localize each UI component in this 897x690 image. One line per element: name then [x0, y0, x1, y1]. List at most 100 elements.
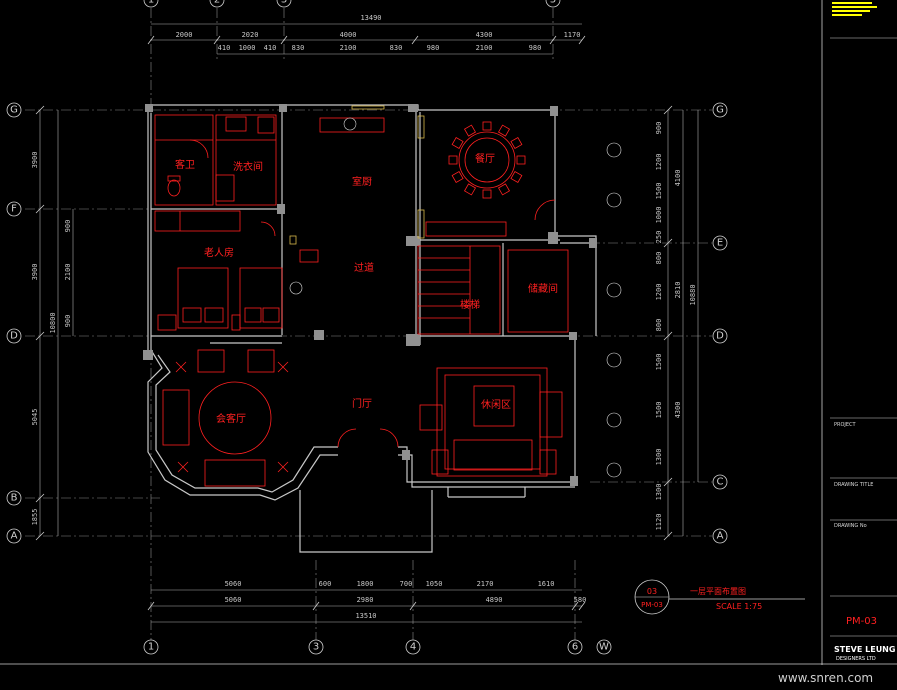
room-corridor: 过道	[354, 261, 374, 274]
grid-bubbles	[6, 0, 728, 655]
lamp-crosses	[175, 361, 289, 473]
dim-top-r2: 2100	[340, 44, 357, 52]
dim-overall-bottom: 13510	[355, 612, 376, 620]
grid-top-2: 2	[214, 0, 220, 6]
dim-top-r1: 4300	[476, 31, 493, 39]
bottom-dims-row2: 5060 2980 4890 580	[225, 596, 587, 604]
tb-drawing-title-label: DRAWING TITLE	[834, 482, 873, 488]
dim-top-r2: 410	[264, 44, 277, 52]
grid-right-c: C	[717, 477, 724, 488]
grid-bottom-6: 6	[572, 642, 578, 653]
grid-bottom-4: 4	[410, 642, 416, 653]
grid-top-3: 3	[281, 0, 287, 6]
dining-chair	[516, 155, 526, 165]
dim-bottom-r2: 4890	[486, 596, 503, 604]
sheet-code: PM-03	[641, 601, 663, 609]
sheet-title: 03 PM-03 一层平面布置图 SCALE 1:75	[634, 579, 805, 615]
top-dims-row1: 2000 2020 4000 4300 1170	[176, 31, 581, 39]
dim-bottom-r1: 600	[319, 580, 332, 588]
grid-left-b: B	[11, 493, 18, 504]
dim-overall-top: 13490	[360, 14, 381, 22]
dim-top-r2: 980	[427, 44, 440, 52]
grid-top-5: 5	[550, 0, 556, 6]
dim-top-r2: 2100	[476, 44, 493, 52]
tb-project-label: PROJECT	[834, 422, 857, 428]
dining-chair	[510, 136, 523, 150]
room-storage: 储藏间	[528, 282, 558, 295]
logo-designers-ltd: DESIGNERS LTD	[836, 656, 876, 662]
dim-bottom-r2: 5060	[225, 596, 242, 604]
dining-chair	[497, 183, 511, 196]
dim-right-inner: 1200	[655, 154, 663, 171]
room-elder: 老人房	[204, 246, 234, 259]
dining-chair	[497, 124, 511, 137]
dim-right-outer: 2810	[674, 282, 682, 299]
dining-chair	[463, 124, 477, 137]
dimension-lines	[39, 23, 699, 623]
dim-right-height: 10880	[689, 284, 697, 305]
sheet-no: 03	[647, 587, 657, 596]
dim-left-outer: 3900	[31, 152, 39, 169]
dim-bottom-r1: 5060	[225, 580, 242, 588]
grid-left-d: D	[10, 331, 18, 342]
room-foyer: 门厅	[352, 397, 372, 410]
dim-right-inner: 1000	[655, 207, 663, 224]
room-labels: 客卫 洗衣间 餐厅 室厨 老人房 过道 储藏间 楼梯 会客厅 门厅 休闲区	[175, 152, 558, 425]
grid-left-a: A	[11, 531, 18, 542]
left-dims: 3900 3900 5045 1855 10800 900 2100 900	[31, 152, 72, 526]
dining-chair	[448, 155, 458, 165]
room-leisure: 休闲区	[481, 398, 511, 411]
dining-chairs	[448, 121, 526, 199]
dim-bottom-r1: 1050	[426, 580, 443, 588]
dim-top-r2: 1000	[239, 44, 256, 52]
grid-bubble-labels: 1 2 3 5 1 3 4 6 W G F D B A G E D C A	[10, 0, 724, 653]
room-stairs: 楼梯	[460, 298, 480, 311]
dim-right-inner: 1120	[655, 514, 663, 531]
grid-right-e: E	[717, 238, 723, 249]
dining-chair	[510, 170, 523, 184]
dim-right-inner: 800	[655, 319, 663, 332]
dim-top-r2: 980	[529, 44, 542, 52]
dim-left-outer: 1855	[31, 509, 39, 526]
dining-chair	[463, 183, 477, 196]
grid-top-1: 1	[148, 0, 154, 6]
title-block: PROJECT DRAWING TITLE DRAWING No PM-03 S…	[0, 0, 897, 665]
dim-top-r2: 830	[292, 44, 305, 52]
dim-left-height: 10800	[49, 312, 57, 333]
dim-bottom-r1: 700	[400, 580, 413, 588]
dim-bottom-r1: 1800	[357, 580, 374, 588]
room-guest-bath: 客卫	[175, 158, 195, 171]
hatches	[289, 105, 425, 245]
dining-chair	[451, 136, 464, 150]
watermark: www.snren.com	[778, 671, 873, 685]
grid-left-f: F	[11, 204, 17, 215]
dim-top-r2: 410	[218, 44, 231, 52]
dim-top-r1: 4000	[340, 31, 357, 39]
logo-steve-leung: STEVE LEUNG	[834, 645, 895, 654]
dim-right-inner: 1500	[655, 183, 663, 200]
dim-left-inner: 2100	[64, 264, 72, 281]
plants	[289, 117, 622, 478]
dining-chair	[482, 189, 492, 199]
room-reception: 会客厅	[216, 412, 246, 425]
bottom-dims-row1: 5060 600 1800 700 1050 2170 1610	[225, 580, 555, 588]
dim-top-r1: 2020	[242, 31, 259, 39]
furniture	[154, 114, 569, 487]
dim-left-inner: 900	[64, 220, 72, 233]
dim-right-inner: 900	[655, 122, 663, 135]
dim-right-inner: 1200	[655, 284, 663, 301]
dim-right-inner: 250	[655, 231, 663, 244]
dim-bottom-r2: 2980	[357, 596, 374, 604]
dining-chair	[451, 170, 464, 184]
grid-right-d: D	[716, 331, 724, 342]
dim-top-r2: 830	[390, 44, 403, 52]
dim-top-r1: 2000	[176, 31, 193, 39]
grid-lines	[25, 8, 712, 640]
right-dims: 900 1200 1500 1000 250 800 1200 800 1500…	[655, 122, 697, 531]
dim-left-outer: 5045	[31, 409, 39, 426]
grid-bottom-w: W	[599, 642, 609, 653]
dimension-ticks	[35, 35, 673, 611]
dim-right-inner: 1300	[655, 449, 663, 466]
grid-right-g: G	[716, 105, 724, 116]
